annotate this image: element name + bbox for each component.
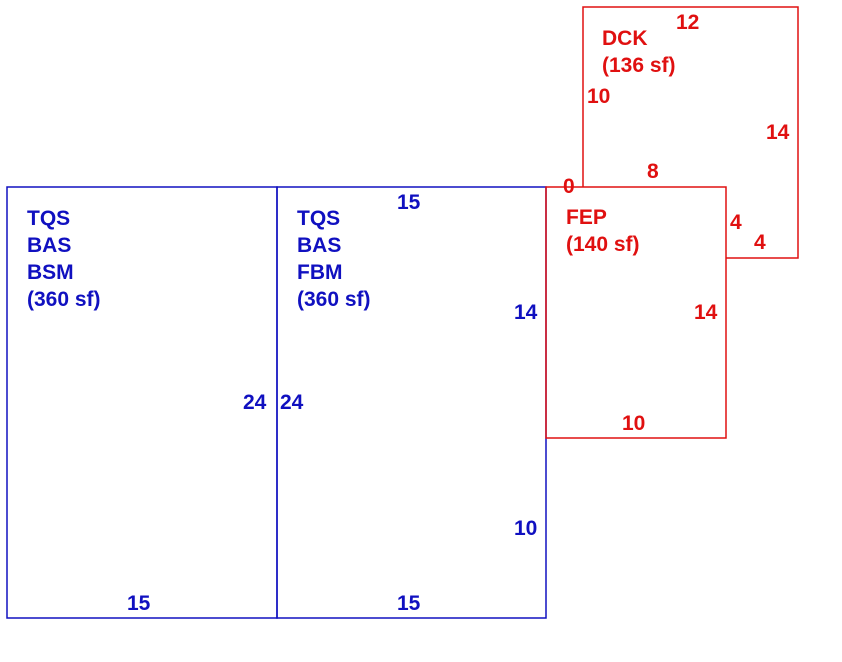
area-bsm-dim-right: 24 — [243, 391, 267, 414]
area-fbm-label: TQS BAS FBM (360 sf) — [297, 207, 371, 311]
area-fbm-dim-bottom: 15 — [397, 592, 421, 615]
area-dck-dim-bottom: 4 — [754, 231, 766, 254]
area-fbm-dim-right-upper: 14 — [514, 301, 538, 324]
area-bsm-dim-bottom: 15 — [127, 592, 151, 615]
area-fep: FEP (140 sf) 0 8 4 14 10 — [545, 160, 742, 439]
area-fep-dim-right-upper: 4 — [730, 211, 742, 234]
area-dck-outline — [582, 6, 799, 259]
area-dck: DCK (136 sf) 12 10 14 4 — [582, 6, 799, 259]
area-dck-dim-top: 12 — [676, 11, 699, 34]
area-fbm: TQS BAS FBM (360 sf) 24 15 14 10 15 — [276, 186, 547, 619]
area-fep-dim-right: 14 — [694, 301, 718, 324]
area-dck-label: DCK (136 sf) — [602, 27, 676, 77]
area-fbm-dim-left: 24 — [280, 391, 304, 414]
area-fep-dim-top-left: 0 — [563, 175, 575, 198]
area-dck-dim-right: 14 — [766, 121, 790, 144]
area-fbm-dim-right-lower: 10 — [514, 517, 537, 540]
area-fep-outline — [545, 186, 727, 439]
area-dck-dim-left: 10 — [587, 85, 610, 108]
area-fep-dim-bottom: 10 — [622, 412, 645, 435]
area-fep-dim-top: 8 — [647, 160, 659, 183]
area-bsm: TQS BAS BSM (360 sf) 24 15 — [6, 186, 278, 619]
area-fbm-dim-top: 15 — [397, 191, 421, 214]
area-fep-label: FEP (140 sf) — [566, 206, 640, 256]
area-bsm-label: TQS BAS BSM (360 sf) — [27, 207, 101, 311]
